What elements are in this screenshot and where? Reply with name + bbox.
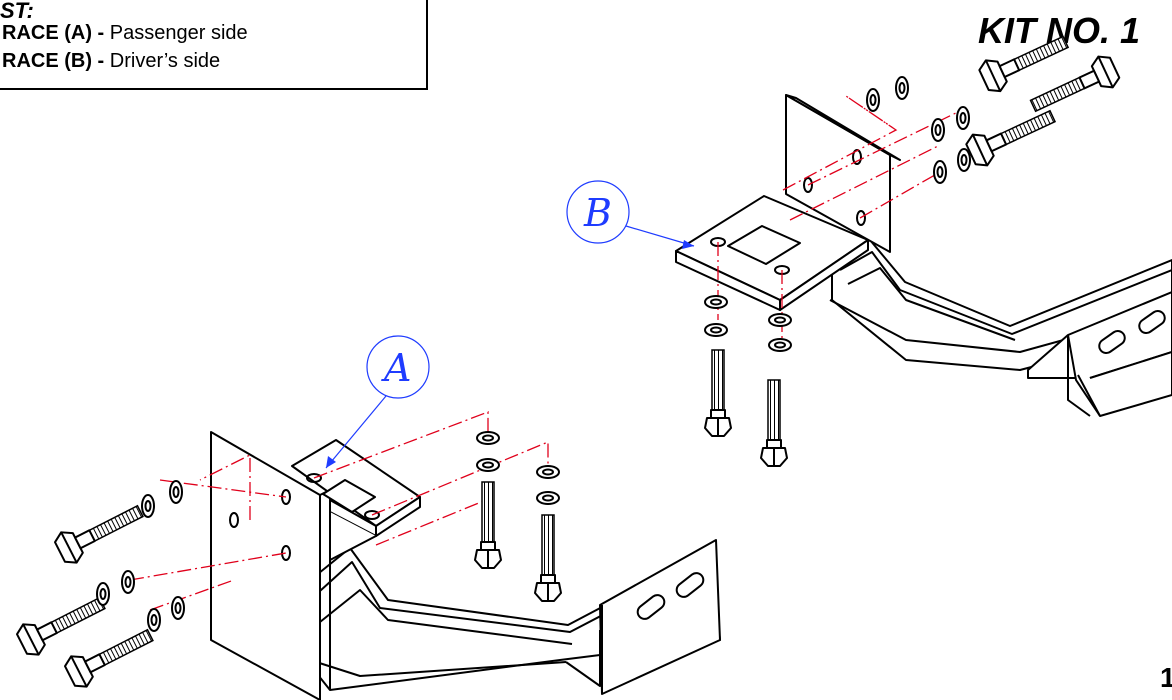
parts-list-box: ST: RACE (A) - Passenger side RACE (B) -… — [0, 0, 428, 90]
brace-b-assembly: B — [566, 25, 1172, 467]
brace-a-assembly: A — [13, 335, 721, 700]
part-code: RACE (B) - — [2, 50, 105, 72]
part-desc: Driver’s side — [109, 50, 221, 72]
parts-list-item: RACE (B) - Driver’s side — [2, 50, 220, 73]
parts-list-header: ST: — [0, 0, 34, 23]
part-desc: Passenger side — [109, 22, 248, 44]
callout-a-circle — [366, 335, 430, 399]
callout-a-label: A — [381, 346, 411, 390]
part-code: RACE (A) - — [2, 22, 105, 44]
parts-list-item: RACE (A) - Passenger side — [2, 22, 248, 45]
page-number: 1 — [1160, 662, 1172, 693]
callout-b-circle — [566, 180, 630, 244]
callout-b-label: B — [583, 191, 612, 235]
